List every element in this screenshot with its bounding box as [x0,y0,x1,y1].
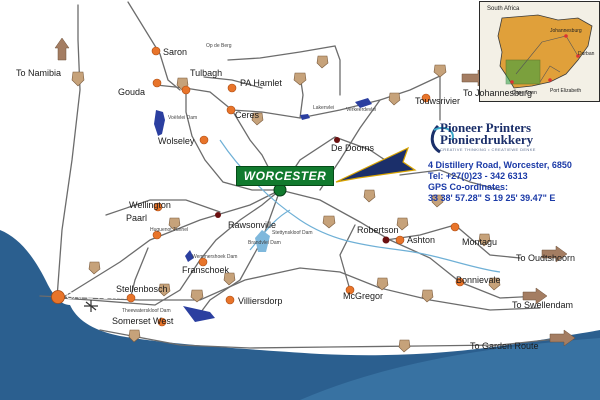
label-to-garden-route: To Garden Route [470,341,539,351]
label-montagu: Montagu [462,237,498,247]
label-verkeerdevlei: Verkeerdevlei [346,107,377,113]
label-stellenbosch: Stellenbosch [116,284,168,294]
brandvlei-dam [255,230,270,252]
label-bonnievale: Bonnievale [456,275,501,285]
airport-icon [84,300,98,312]
location-pin-icon [335,146,417,183]
label-paarl: Paarl [126,213,148,223]
label-de-doorns: De Doorns [331,143,375,153]
label-stettynskloof-dam: Stettynskloof Dam [272,230,313,236]
route-shields [71,55,501,353]
label-brandvlei-dam: Brandvlei Dam [248,240,281,246]
inset-highlight-box [505,59,541,85]
label-ashton: Ashton [407,235,436,245]
inset-durban-label: Durban [578,51,595,57]
label-op-de-berg: Op de Berg [206,43,232,49]
company-name-english: Pioneer Printers [440,120,532,135]
label-huguenot-tunnel: Huguenot Tunnel [150,227,189,233]
inset-cape-town-label: Cape Town [512,90,537,96]
label-theewaterskloof-dam: Theewaterskloof Dam [122,308,171,314]
label-franschoek: Franschoek [182,265,230,275]
label-robertson: Robertson [357,225,399,235]
label-tulbagh: Tulbagh [190,68,223,78]
worcester-highlight-label: WORCESTER [236,166,334,186]
inset-port-elizabeth-label: Port Elizabeth [550,88,582,94]
company-tagline: CREATIVE THINKING • CREATIEWE DENKE [440,147,536,152]
cape-town-dot [51,290,65,304]
label-ceres: Ceres [235,110,260,120]
label-touwsrivier: Touwsrivier [415,96,461,106]
label-pa-hamlet: PA Hamlet [240,78,282,88]
label-somerset-west: Somerset West [112,316,174,326]
dams [154,98,372,322]
company-address: 4 Distillery Road, Worcester, 6850 [428,160,572,170]
label-wemmershoek-dam: Wemmershoek Dam [192,254,238,260]
inset-country-label: South Africa [487,6,520,12]
label-saron: Saron [163,47,188,57]
town-dots-dark [215,137,390,244]
company-telephone: Tel: +27(0)23 - 342 6313 [428,171,528,181]
label-lakenvlei: Lakenvlei [313,105,335,111]
label-cape-town: CAPE TOWN [66,291,127,302]
label-wellington: Wellington [129,200,171,210]
company-name-afrikaans: Pionierdrukkery [440,132,534,147]
sea-shallow [300,338,600,400]
label-to-oudtshoorn: To Oudtshoorn [516,253,576,263]
company-logo-icon [430,124,454,154]
label-to-swellendam: To Swellendam [512,300,574,310]
label-wolseley: Wolseley [158,136,195,146]
company-gps-value: 33 38' 57.28" S 19 25' 39.47" E [428,193,556,203]
label-villiersdorp: Villiersdorp [238,296,283,306]
label-to-johannesburg: To Johannesburg [463,88,533,98]
label-voelvlei-dam: Voëlvlei Dam [168,115,198,121]
label-to-namibia: To Namibia [16,68,62,78]
inset-johannesburg-label: Johannesburg [550,28,582,34]
label-gouda: Gouda [118,87,146,97]
label-mcgregor: McGregor [343,291,384,301]
label-rawsonville: Rawsonville [228,220,277,230]
inset-map: South Africa Johannesburg Durban Cape To… [479,1,600,102]
town-dots [126,46,465,327]
company-gps-label: GPS Co-ordinates: [428,182,509,192]
